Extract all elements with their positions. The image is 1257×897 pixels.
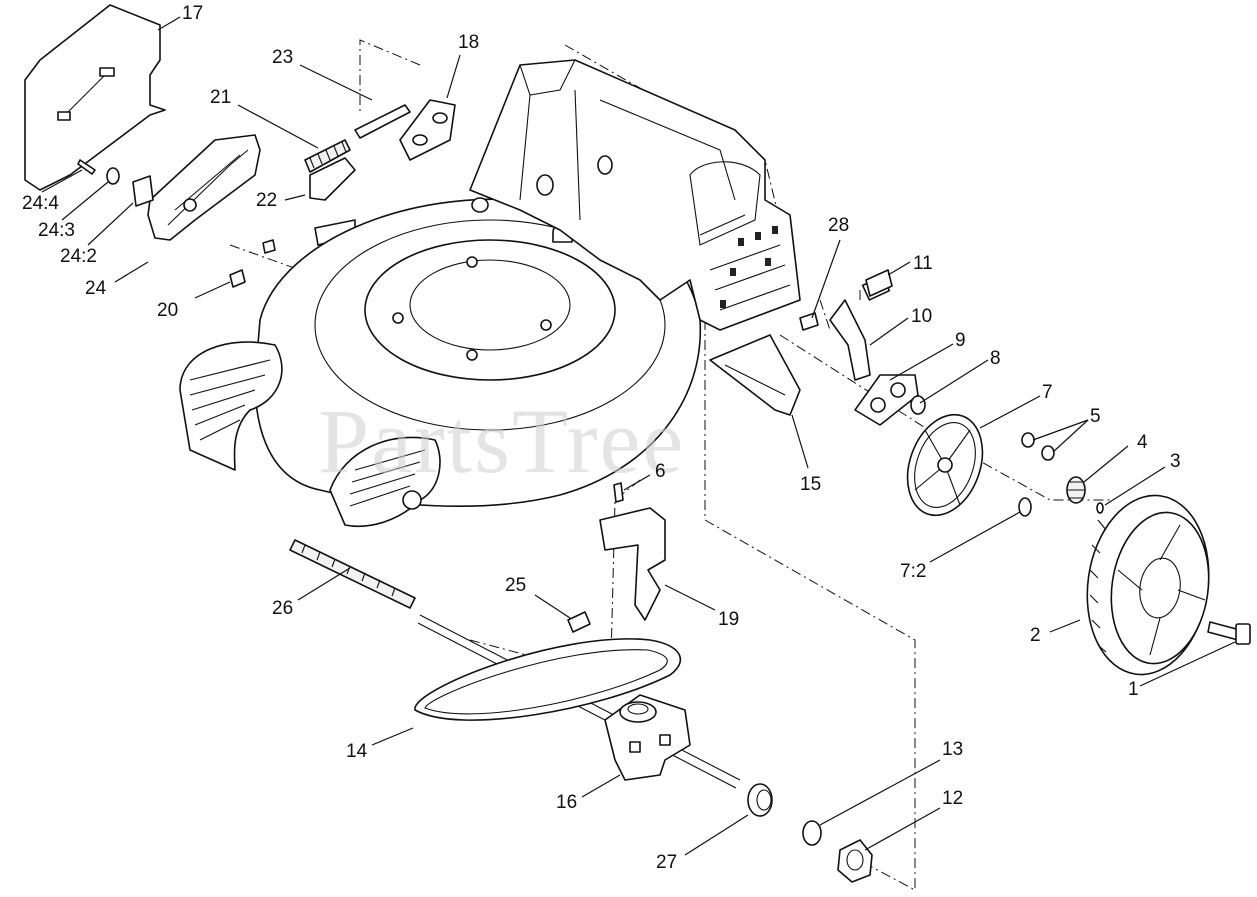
callout-14: 14 bbox=[346, 741, 368, 762]
rear-wheel-2 bbox=[1086, 494, 1210, 676]
callout-24-4: 24:4 bbox=[22, 193, 59, 214]
callout-10: 10 bbox=[911, 306, 932, 327]
leader-lines bbox=[41, 16, 1236, 856]
plate-24-2 bbox=[132, 175, 154, 207]
wheel-housing bbox=[329, 436, 441, 528]
clip-25 bbox=[567, 611, 591, 633]
callout-18: 18 bbox=[458, 32, 479, 53]
callout-24-2: 24:2 bbox=[60, 246, 97, 267]
callout-2: 2 bbox=[1030, 625, 1041, 646]
callout-11: 11 bbox=[913, 253, 933, 274]
mower-deck bbox=[254, 198, 702, 507]
wheel-bolt-1 bbox=[1207, 621, 1251, 645]
callout-9: 9 bbox=[955, 330, 966, 351]
watermark: PartsTree bbox=[318, 390, 685, 492]
drive-belt-14 bbox=[414, 638, 682, 721]
transmission-16 bbox=[604, 694, 691, 781]
callout-1: 1 bbox=[1128, 679, 1139, 700]
callout-8: 8 bbox=[990, 348, 1001, 369]
callout-15: 15 bbox=[800, 474, 821, 495]
callout-labels: 17 18 23 21 22 20 24:4 24:3 24:2 24 28 1… bbox=[22, 3, 1181, 873]
front-guard bbox=[179, 341, 283, 471]
spring-rod-26 bbox=[289, 539, 416, 609]
rear-frame bbox=[469, 59, 801, 331]
bolt-20 bbox=[229, 239, 276, 288]
hub-12 bbox=[837, 839, 873, 883]
gasket-18 bbox=[399, 99, 456, 161]
callout-21: 21 bbox=[210, 87, 231, 108]
callout-20: 20 bbox=[157, 300, 178, 321]
callout-27: 27 bbox=[656, 852, 677, 873]
bolt-28 bbox=[799, 312, 819, 331]
callout-24: 24 bbox=[85, 278, 107, 299]
spring-21 bbox=[304, 139, 351, 173]
callout-24-3: 24:3 bbox=[38, 220, 75, 241]
callout-3: 3 bbox=[1170, 451, 1181, 472]
washer-7-2 bbox=[1018, 497, 1032, 517]
chute-15 bbox=[709, 334, 801, 416]
handle-bracket-left bbox=[147, 134, 261, 241]
callout-7: 7 bbox=[1042, 382, 1053, 403]
hinge-bracket-22 bbox=[309, 157, 356, 246]
rod-23 bbox=[354, 104, 411, 139]
callout-4: 4 bbox=[1137, 432, 1148, 453]
callout-17: 17 bbox=[182, 3, 203, 24]
callout-28: 28 bbox=[828, 215, 849, 236]
callout-12: 12 bbox=[942, 788, 963, 809]
callout-22: 22 bbox=[256, 190, 277, 211]
callout-19: 19 bbox=[718, 609, 739, 630]
washer-24-3 bbox=[106, 167, 120, 185]
callout-25: 25 bbox=[505, 575, 526, 596]
callout-23: 23 bbox=[272, 47, 293, 68]
callout-13: 13 bbox=[942, 739, 963, 760]
latch-11 bbox=[865, 269, 893, 297]
callout-26: 26 bbox=[272, 598, 293, 619]
washers-5 bbox=[1021, 432, 1055, 461]
callout-16: 16 bbox=[556, 792, 577, 813]
callout-6: 6 bbox=[655, 461, 666, 482]
bracket-9 bbox=[854, 374, 919, 426]
bushing-27 bbox=[747, 783, 773, 817]
screw-24-4 bbox=[77, 159, 96, 175]
callout-5: 5 bbox=[1090, 406, 1101, 427]
clip-3 bbox=[1096, 502, 1104, 514]
pin-6 bbox=[613, 482, 624, 503]
pinion-4 bbox=[1066, 476, 1086, 504]
drive-gear-7 bbox=[906, 413, 984, 517]
bushing-8 bbox=[910, 395, 926, 415]
rear-flap bbox=[24, 4, 166, 191]
spacer-13 bbox=[802, 820, 822, 846]
bracket-19 bbox=[599, 507, 666, 621]
callout-7-2: 7:2 bbox=[900, 561, 926, 582]
